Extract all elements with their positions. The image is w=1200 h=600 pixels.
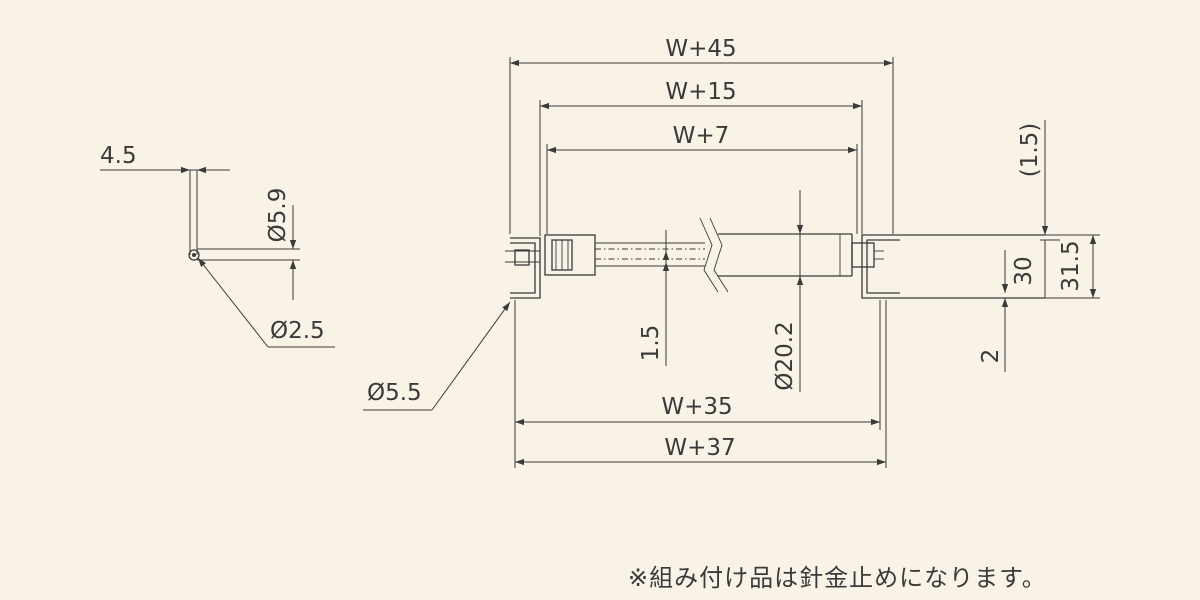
dim-dia-5-5-label: Ø5.5 [367,380,422,406]
dim-1-5-paren-label: (1.5) [1017,123,1043,178]
assembly-note: ※組み付け品は針金止めになります。 [628,564,1047,592]
pin-detail [100,166,335,348]
dim-w37-label: W+37 [664,435,735,461]
dim-w45-label: W+45 [665,36,736,62]
dim-dia-5-9-label: Ø5.9 [265,188,291,243]
dim-30-label: 30 [1011,256,1037,285]
dim-2-label: 2 [978,349,1004,364]
dim-31-5-label: 31.5 [1058,240,1084,291]
dim-w35-label: W+35 [661,394,732,420]
dim-w15-label: W+15 [665,79,736,105]
dimension-lines [363,57,1100,468]
roller-assembly [505,217,1045,299]
dim-1-5-label: 1.5 [638,325,664,362]
dim-dia-20-2-label: Ø20.2 [772,321,798,390]
dim-w7-label: W+7 [673,123,730,149]
dim-4-5-label: 4.5 [100,143,137,169]
dim-dia-2-5-label: Ø2.5 [270,318,325,344]
